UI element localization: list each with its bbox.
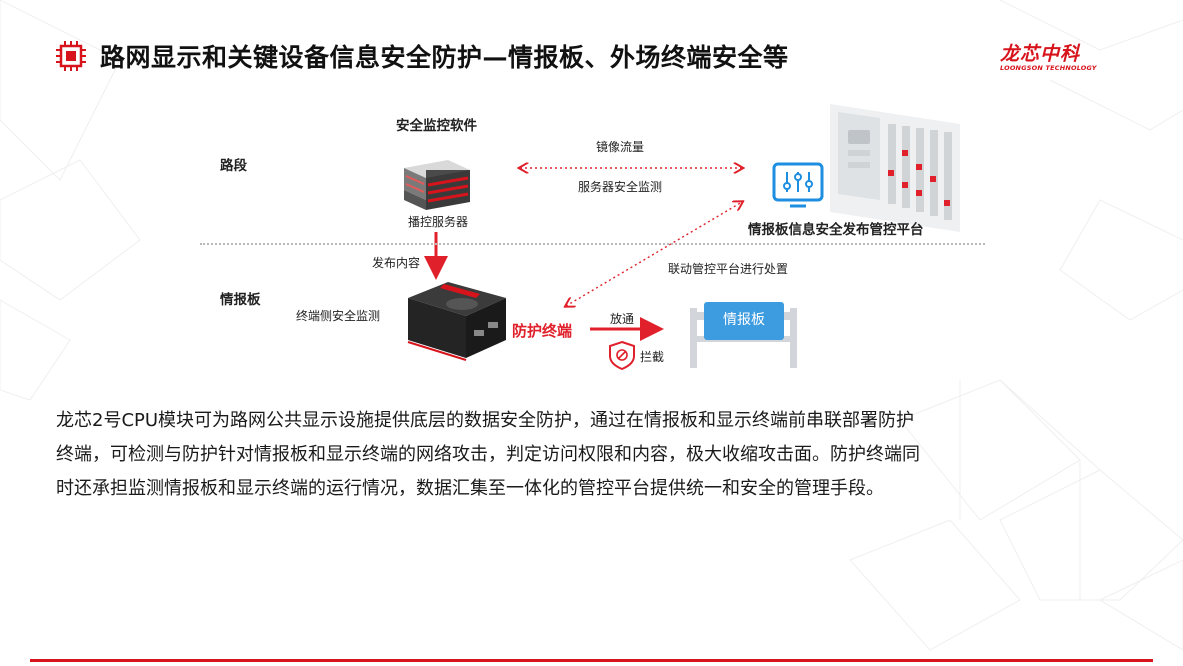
pass-label: 放通	[610, 312, 635, 326]
platform-label: 情报板信息安全发布管控平台	[748, 222, 924, 238]
server-monitor-label: 服务器安全监测	[578, 180, 663, 194]
road-section-label: 路段	[220, 158, 247, 174]
linkage-arrow	[566, 202, 742, 306]
dashboard-screen-image	[830, 104, 960, 232]
server-label: 播控服务器	[408, 215, 469, 229]
block-shield-icon	[609, 340, 635, 371]
chip-icon	[56, 41, 86, 71]
page-title: 路网显示和关键设备信息安全防护—情报板、外场终端安全等	[100, 43, 789, 72]
block-label: 拦截	[640, 350, 665, 364]
software-label: 安全监控软件	[396, 118, 477, 134]
description-paragraph: 龙芯2号CPU模块可为路网公共显示设施提供底层的数据安全防护，通过在情报板和显示…	[56, 404, 1146, 506]
paragraph-line-2: 终端，可检测与防护针对情报板和显示终端的网络攻击，判定访问权限和内容，极大收缩攻…	[56, 444, 920, 465]
info-board-label: 情报板	[704, 302, 784, 340]
bottom-accent-line	[30, 659, 1153, 662]
paragraph-line-1: 龙芯2号CPU模块可为路网公共显示设施提供底层的数据安全防护，通过在情报板和显示…	[56, 410, 915, 431]
server-icon	[404, 160, 470, 210]
mirror-traffic-label: 镜像流量	[596, 140, 645, 154]
loongson-logo: 龙芯中科 LOONGSON TECHNOLOGY	[1000, 44, 1100, 72]
monitor-settings-icon	[772, 162, 824, 208]
board-section-label: 情报板	[220, 292, 261, 308]
linkage-label: 联动管控平台进行处置	[668, 262, 789, 276]
terminal-monitor-label: 终端侧安全监测	[296, 309, 381, 323]
protection-terminal-device	[407, 282, 506, 361]
section-divider	[200, 243, 985, 245]
paragraph-line-3: 时还承担监测情报板和显示终端的运行情况，数据汇集至一体化的管控平台提供统一和安全…	[56, 478, 884, 499]
logo-text-en: LOONGSON TECHNOLOGY	[1000, 64, 1097, 72]
terminal-label: 防护终端	[512, 322, 573, 340]
page-title-bar: 路网显示和关键设备信息安全防护—情报板、外场终端安全等	[56, 34, 789, 78]
publish-content-label: 发布内容	[372, 256, 421, 270]
logo-text-cn: 龙芯中科	[1000, 43, 1081, 65]
